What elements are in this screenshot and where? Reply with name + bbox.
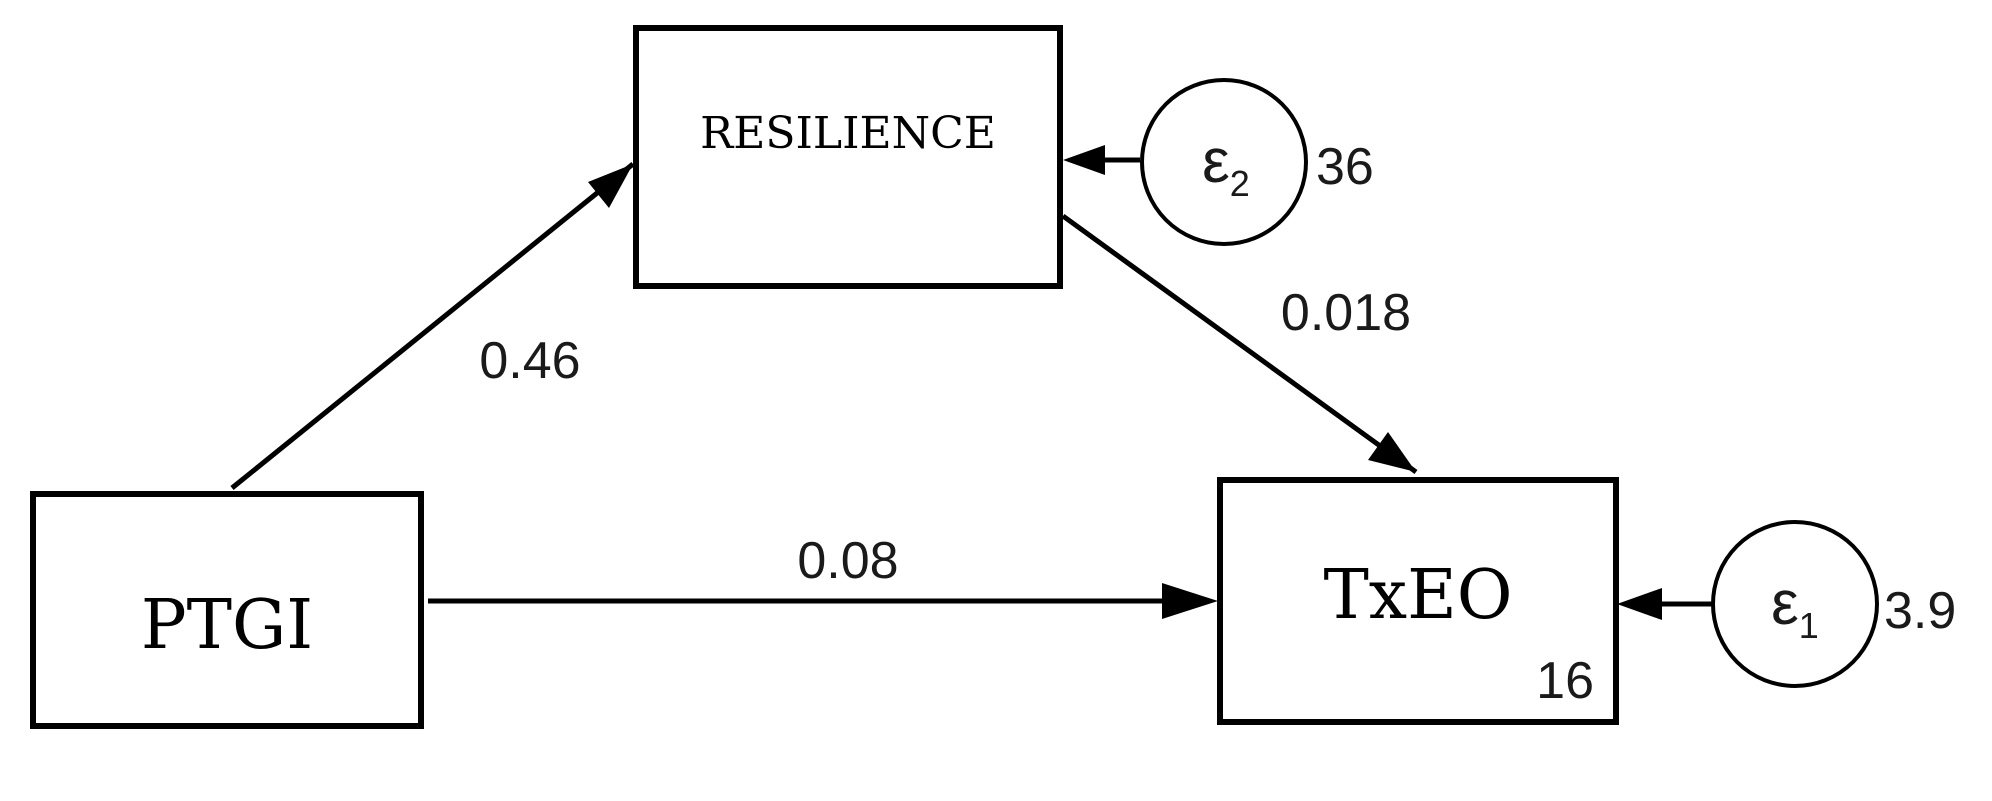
error-e2-variance: 36 <box>1316 138 1374 196</box>
node-ptgi: PTGI <box>30 491 424 729</box>
arrowhead-resilience-to-txeo <box>1368 432 1416 472</box>
coef-ptgi-to-txeo: 0.08 <box>797 532 898 590</box>
arrowhead-ptgi-to-txeo <box>1162 583 1218 619</box>
error-e1-variance: 3.9 <box>1884 582 1956 640</box>
coef-ptgi-to-resilience: 0.46 <box>479 332 580 390</box>
arrowhead-ptgi-to-resilience <box>588 164 633 208</box>
node-txeo-label: TxEO <box>1323 556 1512 635</box>
node-resilience-label: RESILIENCE <box>700 108 996 159</box>
error-term-e1: ε1 3.9 <box>1711 520 1956 688</box>
node-txeo-intercept: 16 <box>1536 652 1594 710</box>
arrowhead-e1-to-txeo <box>1617 588 1662 620</box>
path-ptgi-to-resilience <box>230 162 635 490</box>
error-term-e2: ε2 36 <box>1140 78 1374 246</box>
error-e2-symbol: ε2 <box>1202 127 1250 204</box>
arrowhead-e2-to-resilience <box>1063 145 1105 175</box>
error-e1-symbol: ε1 <box>1771 569 1819 646</box>
path-resilience-to-txeo <box>1061 213 1418 475</box>
node-resilience: RESILIENCE <box>633 25 1063 289</box>
node-ptgi-label: PTGI <box>141 586 313 665</box>
coef-resilience-to-txeo: 0.018 <box>1281 284 1411 342</box>
node-txeo: TxEO 16 <box>1217 477 1619 725</box>
